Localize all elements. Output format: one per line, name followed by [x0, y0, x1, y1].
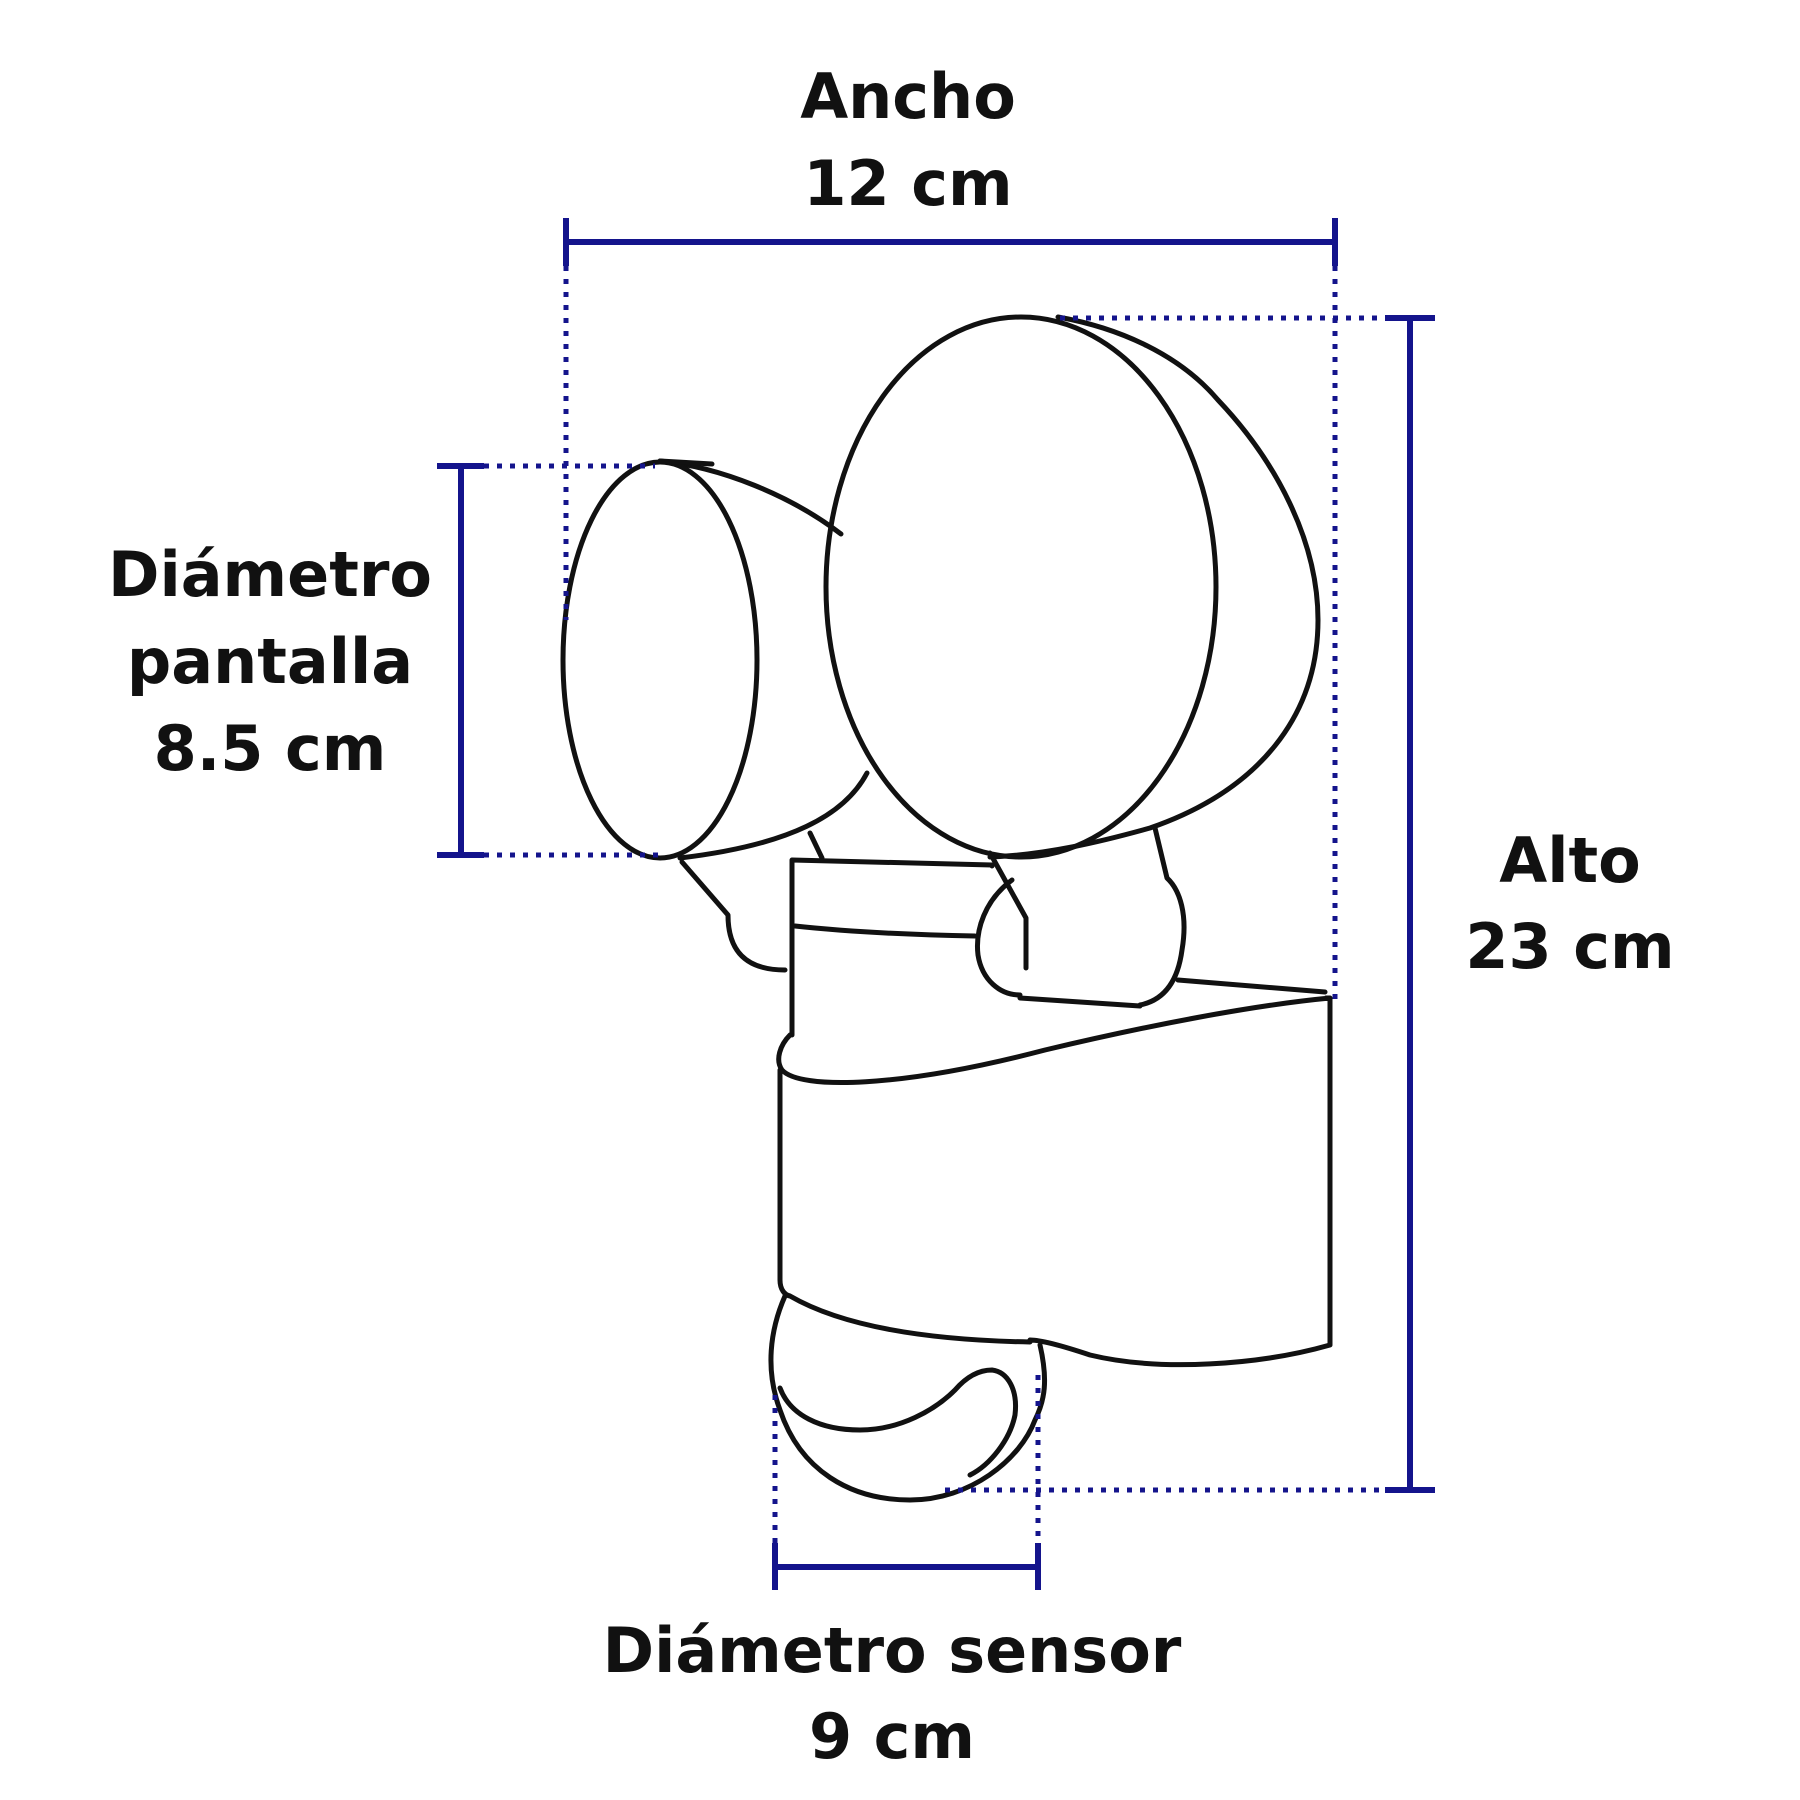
left-lamp-bracket	[679, 830, 825, 973]
width-label: Ancho	[800, 60, 1016, 133]
sensor-label: Diámetro sensor	[603, 1614, 1182, 1687]
height-label: Alto	[1499, 824, 1640, 897]
lamp-outline	[560, 314, 1333, 1503]
left-lamp-face-top	[657, 458, 715, 467]
left-lamp-housing	[657, 458, 870, 861]
right-lamp-face	[823, 314, 1219, 860]
sensor-value: 9 cm	[809, 1700, 975, 1773]
dimension-labels: Ancho 12 cm Alto 23 cm Diámetro pantalla…	[108, 60, 1675, 1773]
screen-label-line2: pantalla	[127, 625, 413, 698]
left-lamp-face	[560, 459, 760, 861]
motion-sensor	[768, 1293, 1047, 1503]
height-value: 23 cm	[1465, 910, 1674, 983]
width-value: 12 cm	[803, 147, 1012, 220]
dimension-lines	[437, 218, 1435, 1590]
right-lamp-bracket	[974, 825, 1187, 1008]
right-lamp-housing	[987, 314, 1321, 860]
screen-value: 8.5 cm	[154, 712, 387, 785]
screen-label-line1: Diámetro	[108, 538, 432, 611]
main-body	[776, 995, 1333, 1368]
central-joint	[789, 857, 1328, 1038]
